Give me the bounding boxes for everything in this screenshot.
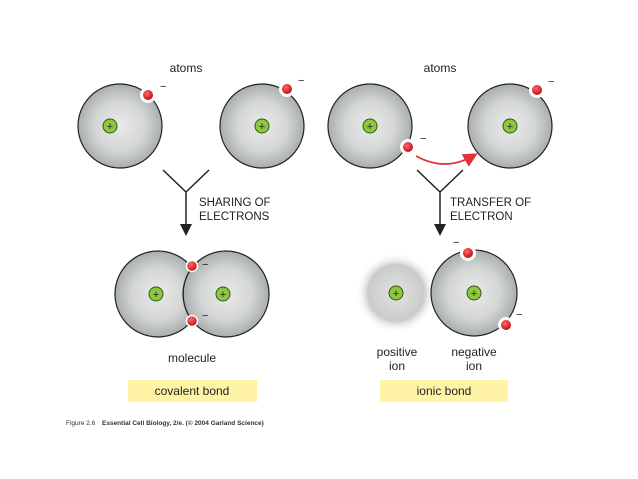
svg-text:+: +: [153, 289, 159, 301]
electron-charge: −: [548, 76, 554, 88]
sharing-arrow: [162, 169, 210, 236]
svg-text:+: +: [367, 121, 373, 133]
electron-charge: −: [453, 237, 459, 249]
nucleus-icon: +: [254, 118, 270, 134]
svg-text:+: +: [507, 121, 513, 133]
svg-text:+: +: [220, 289, 226, 301]
electron-charge: −: [202, 310, 208, 322]
covalent-atoms-label: atoms: [170, 61, 203, 75]
positive-ion-label-line2: ion: [389, 359, 405, 373]
negative-ion-label-line2: ion: [466, 359, 482, 373]
ionic-bond-label: ionic bond: [417, 384, 472, 398]
svg-text:+: +: [471, 288, 477, 300]
figure-source: Essential Cell Biology, 2/e. (© 2004 Gar…: [102, 419, 264, 427]
ionic-atoms-label: atoms: [424, 61, 457, 75]
nucleus-icon: +: [502, 118, 518, 134]
covalent-bond-box: [128, 380, 257, 402]
nucleus-icon: +: [102, 118, 118, 134]
transfer-down-arrow: [416, 169, 464, 236]
transfer-arrow-icon: [415, 153, 478, 167]
shared-electron-icon: [185, 314, 199, 328]
nucleus-icon: +: [215, 286, 231, 302]
positive-ion: +: [356, 253, 436, 333]
nucleus-icon: +: [148, 286, 164, 302]
electron-charge: −: [202, 259, 208, 271]
covalent-atom-left: + −: [77, 81, 166, 169]
nucleus-icon: +: [388, 285, 404, 301]
ionic-atom-left: + −: [327, 83, 426, 169]
electron-icon: [400, 139, 416, 155]
sharing-label-line1: SHARING OF: [199, 197, 271, 209]
electron-icon: [529, 82, 545, 98]
sharing-label-line2: ELECTRONS: [199, 211, 270, 223]
electron-icon: [140, 87, 156, 103]
negative-ion-label-line1: negative: [451, 345, 497, 359]
positive-ion-label-line1: positive: [377, 345, 418, 359]
covalent-bond-label: covalent bond: [155, 384, 230, 398]
electron-charge: −: [516, 309, 522, 321]
electron-icon: [279, 81, 295, 97]
nucleus-icon: +: [466, 285, 482, 301]
transfer-label-line1: TRANSFER OF: [450, 197, 531, 209]
ionic-bond-box: [380, 380, 508, 402]
electron-icon: [460, 245, 476, 261]
svg-text:+: +: [107, 121, 113, 133]
svg-text:+: +: [393, 288, 399, 300]
electron-charge: −: [160, 81, 166, 93]
svg-text:+: +: [259, 121, 265, 133]
shared-electron-icon: [185, 259, 199, 273]
nucleus-icon: +: [362, 118, 378, 134]
covalent-molecule: + + − −: [114, 250, 270, 338]
electron-icon: [498, 317, 514, 333]
transfer-label-line2: ELECTRON: [450, 211, 513, 223]
ionic-atom-right: + −: [467, 76, 554, 169]
figure-number: Figure 2.6: [66, 420, 96, 427]
covalent-atom-right: + −: [219, 75, 305, 169]
negative-ion: + − −: [430, 237, 522, 337]
electron-charge: −: [420, 133, 426, 145]
electron-charge: −: [298, 75, 304, 87]
molecule-label: molecule: [168, 351, 216, 365]
